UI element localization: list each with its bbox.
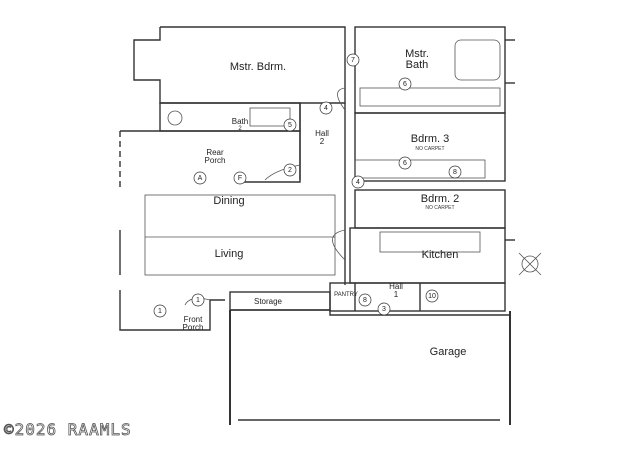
wall-bath2 <box>159 102 301 132</box>
marker-1b: 1 <box>196 297 200 304</box>
copyright-watermark: ©2026 RAAMLS <box>4 420 132 440</box>
label-storage: Storage <box>254 297 283 306</box>
label-bath2-2: 2 <box>238 126 242 132</box>
wall-front-porch <box>119 290 225 331</box>
label-rear-porch-1: Rear <box>206 148 224 157</box>
kitchen-counter <box>379 231 481 253</box>
label-kitchen: Kitchen <box>422 249 459 261</box>
label-front-porch-1: Front <box>184 315 203 324</box>
compass-icon <box>521 255 539 273</box>
label-hall1-2: 1 <box>394 290 399 299</box>
label-hall1-1: Hall <box>389 282 403 291</box>
label-bath2-1: Bath <box>232 117 248 126</box>
marker-6a: 6 <box>403 81 407 88</box>
wall-garage-top <box>230 309 510 316</box>
label-master-bath-2: Bath <box>406 59 429 71</box>
bathtub <box>454 39 501 81</box>
marker-3: 3 <box>382 306 386 313</box>
marker-F: F <box>238 175 242 182</box>
marker-8b: 8 <box>363 297 367 304</box>
marker-2a: 2 <box>288 167 292 174</box>
label-hall2-2: 2 <box>320 137 325 146</box>
label-hall2-1: Hall <box>315 129 329 138</box>
wall-rear-porch <box>120 130 301 183</box>
label-bedroom2: Bdrm. 2 <box>421 193 460 205</box>
label-front-porch-2: Porch <box>183 323 204 332</box>
note-bedroom3: NO CARPET <box>415 146 444 152</box>
marker-10: 10 <box>428 293 436 300</box>
label-bedroom3: Bdrm. 3 <box>411 133 450 145</box>
marker-7: 7 <box>351 57 355 64</box>
label-master-bath-1: Mstr. <box>405 48 429 60</box>
sink-counter <box>249 107 291 127</box>
label-garage: Garage <box>430 346 467 358</box>
closet-bdrm3 <box>354 159 486 179</box>
wall-master-bedroom <box>133 26 346 104</box>
label-master-bedroom: Mstr. Bdrm. <box>230 61 286 73</box>
label-living: Living <box>215 248 244 260</box>
marker-6b: 6 <box>403 160 407 167</box>
dining-living-sketch <box>144 194 336 276</box>
wall-bedroom3 <box>354 112 506 182</box>
marker-1a: 1 <box>158 308 162 315</box>
label-dining: Dining <box>213 195 244 207</box>
marker-5: 5 <box>288 122 292 129</box>
marker-4b: 4 <box>356 179 360 186</box>
marker-8a: 8 <box>453 169 457 176</box>
label-rear-porch-2: Porch <box>205 156 226 165</box>
label-pantry: PANTRY <box>334 292 358 298</box>
toilet <box>167 110 183 126</box>
note-bedroom2: NO CARPET <box>425 205 454 211</box>
vanity-counter <box>359 87 501 107</box>
marker-A: A <box>198 175 203 182</box>
marker-4a: 4 <box>324 105 328 112</box>
